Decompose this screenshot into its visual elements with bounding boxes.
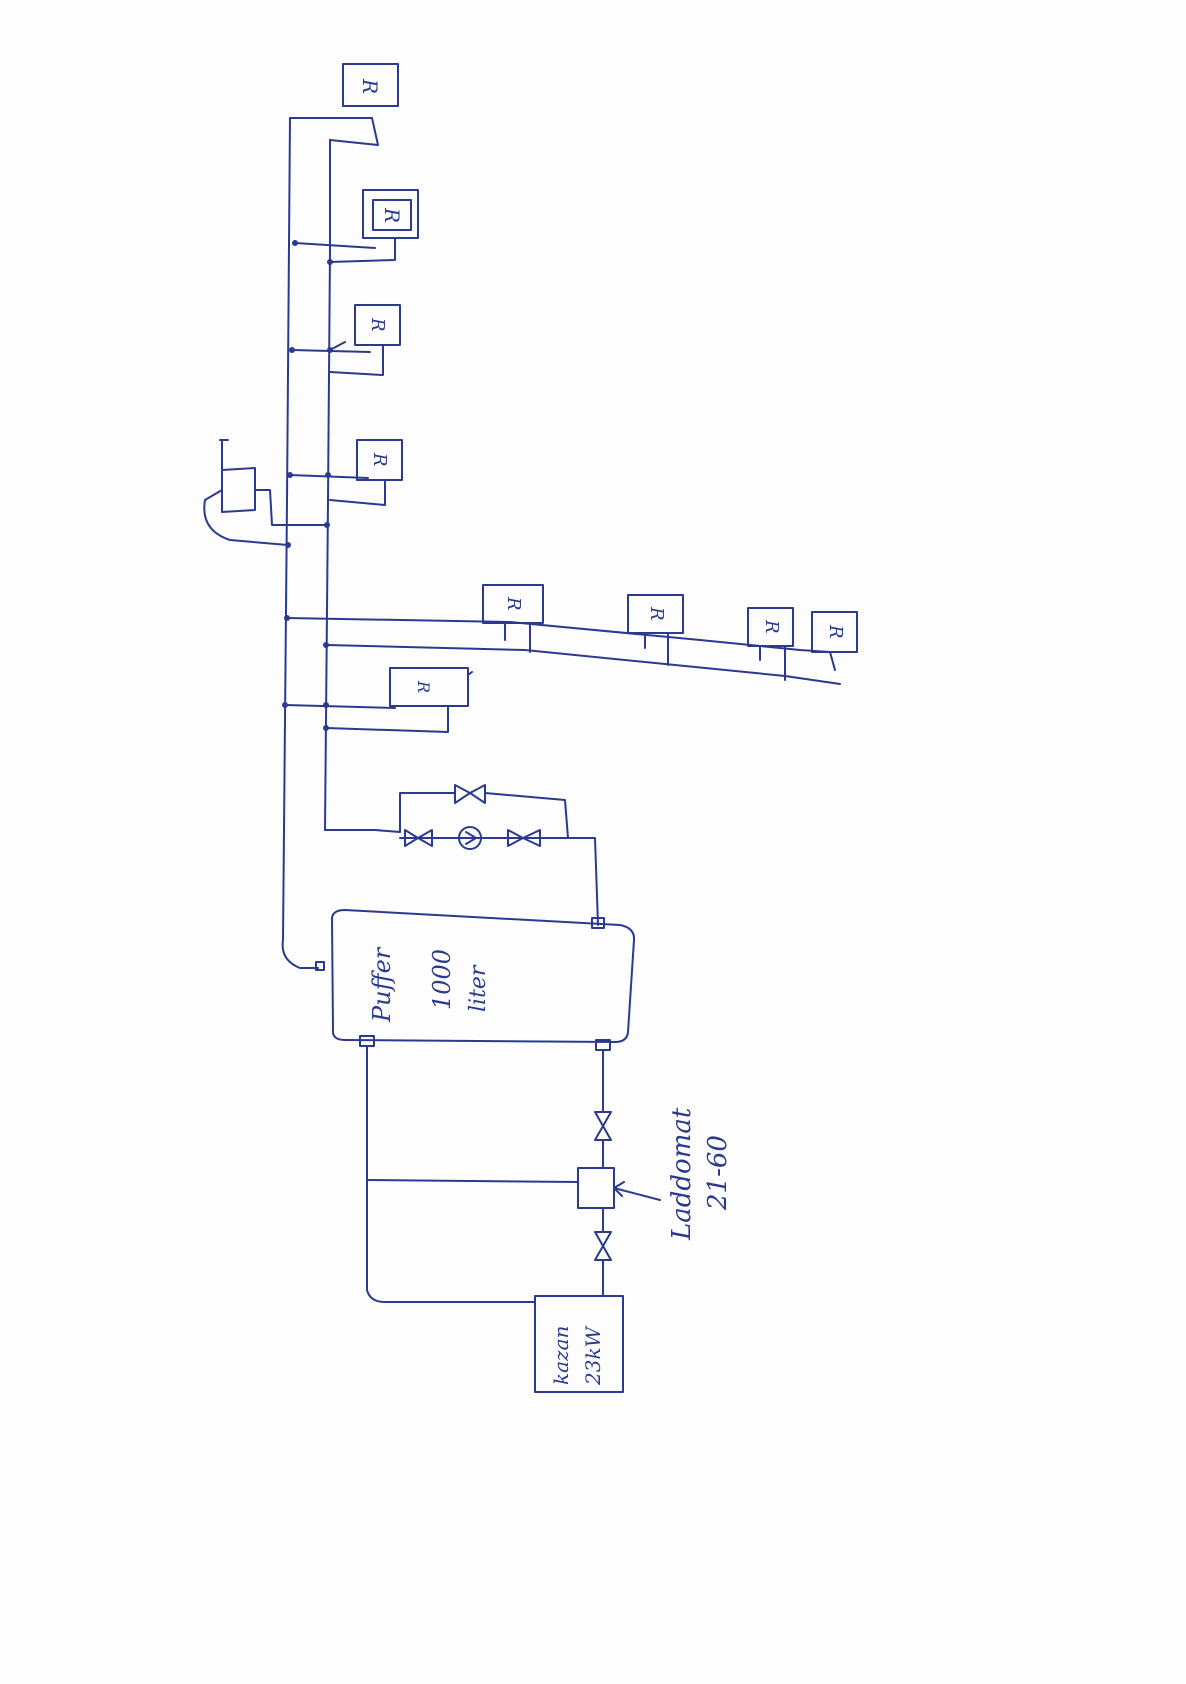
radiator-6: R bbox=[627, 594, 684, 666]
shutoff-valve-2 bbox=[507, 829, 541, 847]
main-return-riser bbox=[324, 139, 376, 831]
radiator-4-label: R bbox=[369, 452, 390, 467]
radiator-5-label: R bbox=[503, 596, 524, 611]
boiler: kazan 23kW bbox=[534, 1295, 624, 1393]
boiler-valve-upper bbox=[594, 1111, 612, 1141]
buffer-label-line2: 1000 bbox=[428, 949, 456, 1010]
radiator-9: R bbox=[284, 667, 473, 733]
bypass-valve bbox=[454, 784, 486, 804]
boiler-label-line1: kazan bbox=[549, 1326, 573, 1385]
boiler-valve-lower bbox=[594, 1231, 612, 1261]
radiator-8-label: R bbox=[825, 624, 846, 639]
boiler-loop-pipes bbox=[366, 1045, 604, 1303]
laddomat-label-line2: 21-60 bbox=[703, 1135, 733, 1211]
radiator-3-label: R bbox=[367, 317, 388, 332]
right-branch-pipes bbox=[286, 617, 841, 685]
radiator-8: R bbox=[811, 611, 858, 653]
buffer-label-line1: Puffer bbox=[368, 946, 396, 1023]
pump-group bbox=[374, 792, 599, 926]
radiator-7-label: R bbox=[761, 619, 782, 634]
radiator-9-label: R bbox=[414, 680, 433, 693]
radiator-7: R bbox=[747, 607, 794, 681]
radiator-4: R bbox=[289, 439, 403, 506]
expansion-vessel bbox=[203, 439, 328, 546]
buffer-label-line3: liter bbox=[466, 964, 491, 1012]
radiator-6-label: R bbox=[646, 606, 667, 621]
laddomat-unit bbox=[577, 1167, 661, 1209]
buffer-tank: Puffer 1000 liter bbox=[315, 909, 636, 1051]
boiler-label-line2: 23kW bbox=[581, 1325, 605, 1386]
pump-symbol bbox=[458, 826, 482, 850]
radiator-5: R bbox=[482, 584, 544, 653]
radiator-2: R bbox=[294, 189, 419, 263]
radiator-1-label: R bbox=[358, 78, 382, 94]
radiator-2-label: R bbox=[380, 207, 404, 223]
shutoff-valve-1 bbox=[404, 829, 433, 847]
riser-junctions bbox=[282, 240, 333, 731]
radiator-3: R bbox=[291, 304, 401, 376]
laddomat-label-line1: Laddomat bbox=[667, 1107, 697, 1241]
main-supply-riser bbox=[281, 117, 319, 969]
radiator-1: R bbox=[299, 63, 399, 146]
